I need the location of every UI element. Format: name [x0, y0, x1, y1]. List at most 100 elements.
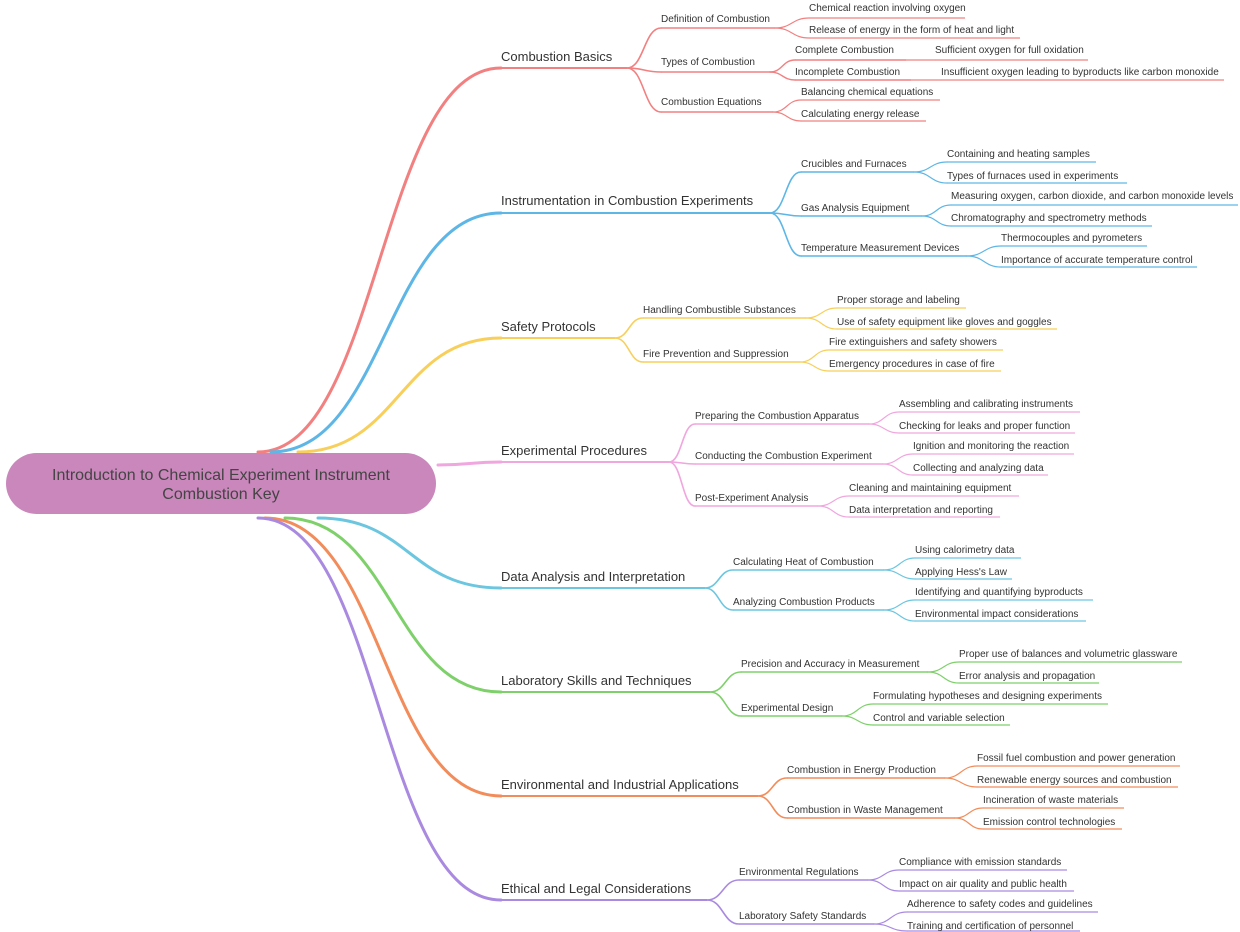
subtopic-connector [769, 171, 802, 214]
leaf-label: Proper use of balances and volumetric gl… [959, 649, 1178, 660]
leaf-connector [772, 99, 802, 113]
branch-connector [436, 460, 503, 467]
branch-connector [283, 516, 503, 694]
subtopic-label: Post-Experiment Analysis [695, 493, 808, 504]
leaf-connector [966, 255, 1002, 268]
leaf-label: Ignition and monitoring the reaction [913, 441, 1069, 452]
detail-label: Incomplete Combustion [795, 67, 900, 78]
branch-label: Laboratory Skills and Techniques [501, 673, 692, 688]
subtopic-label: Combustion Equations [661, 97, 762, 108]
leaf-connector [921, 215, 952, 227]
leaf-label: Assembling and calibrating instruments [899, 399, 1073, 410]
leaf-connector [883, 599, 916, 611]
leaf-connector [868, 423, 900, 434]
leaf-label: Error analysis and propagation [959, 671, 1095, 682]
leaf-label: Environmental impact considerations [915, 609, 1078, 620]
root-label-line1: Introduction to Chemical Experiment Inst… [52, 467, 390, 484]
leaf-label: Formulating hypotheses and designing exp… [873, 691, 1102, 702]
branch-label: Instrumentation in Combustion Experiment… [501, 193, 754, 208]
leaf-connector [882, 463, 914, 476]
leaf-connector [927, 661, 960, 673]
leaf-connector [921, 204, 952, 217]
detail-connector [769, 71, 796, 81]
branch-connector [316, 516, 503, 590]
root-node-shape [6, 453, 436, 514]
leaf-connector [883, 557, 916, 571]
branch-8: Ethical and Legal ConsiderationsEnvironm… [501, 857, 1093, 932]
subtopic-connector [626, 27, 662, 69]
leaf-label: Impact on air quality and public health [899, 879, 1067, 890]
leaf-label: Proper storage and labeling [837, 295, 960, 306]
branch-connector [256, 66, 503, 454]
leaf-label: Applying Hess's Law [915, 567, 1008, 578]
leaf-label: Renewable energy sources and combustion [977, 775, 1172, 786]
subtopic-label: Handling Combustible Substances [643, 305, 796, 316]
subtopic-connector [668, 461, 696, 507]
branch-connector [256, 516, 503, 902]
branch-connector [263, 516, 503, 798]
subtopic-label: Temperature Measurement Devices [801, 243, 959, 254]
subtopic-label: Combustion in Waste Management [787, 805, 943, 816]
leaf-connector [913, 161, 948, 173]
subtopic-connector [709, 691, 742, 717]
branch-1-edges [256, 17, 1224, 454]
leaf-label: Fire extinguishers and safety showers [829, 337, 997, 348]
branch-1: Combustion Basics Definition of Combustio… [501, 3, 1219, 120]
leaf-label: Collecting and analyzing data [913, 463, 1044, 474]
leaf-label: Fossil fuel combustion and power generat… [977, 753, 1175, 764]
leaf-label: Release of energy in the form of heat an… [809, 25, 1014, 36]
branch-label: Safety Protocols [501, 319, 596, 334]
leaf-label: Use of safety equipment like gloves and … [837, 317, 1052, 328]
branch-5: Data Analysis and InterpretationCalculat… [501, 545, 1083, 620]
leaf-label: Training and certification of personnel [907, 921, 1073, 932]
subtopic-connector [706, 879, 740, 901]
subtopic-connector [706, 899, 740, 925]
subtopic-label: Gas Analysis Equipment [801, 203, 910, 214]
leaf-connector [805, 307, 838, 319]
subtopic-label: Combustion in Energy Production [787, 765, 936, 776]
detail-connector [769, 59, 796, 73]
leaf-label: Control and variable selection [873, 713, 1005, 724]
branch-label: Combustion Basics [501, 49, 613, 64]
subtopic-label: Precision and Accuracy in Measurement [741, 659, 920, 670]
leaf-connector [954, 807, 984, 819]
leaf-connector [817, 505, 850, 518]
node-layer: Introduction to Chemical Experiment Inst… [6, 3, 1233, 932]
root-label-line2: Combustion Key [162, 486, 279, 503]
branch-label: Environmental and Industrial Application… [501, 777, 739, 792]
subtopic-label: Conducting the Combustion Experiment [695, 451, 872, 462]
branch-label: Experimental Procedures [501, 443, 647, 458]
subtopic-label: Definition of Combustion [661, 14, 770, 25]
subtopic-label: Environmental Regulations [739, 867, 859, 878]
subtopic-connector [709, 671, 742, 693]
leaf-label: Importance of accurate temperature contr… [1001, 255, 1193, 266]
branch-7: Environmental and Industrial Application… [501, 753, 1175, 828]
leaf-connector [868, 411, 900, 425]
branch-2: Instrumentation in Combustion Experiment… [501, 149, 1233, 266]
leaf-connector [873, 923, 908, 932]
leaf-connector [954, 817, 984, 830]
leaf-connector [867, 869, 900, 881]
leaf-connector [799, 361, 830, 372]
leaf-label: Containing and heating samples [947, 149, 1090, 160]
subtopic-label: Types of Combustion [661, 57, 755, 68]
leaf-connector [883, 609, 916, 622]
subtopic-label: Analyzing Combustion Products [733, 597, 875, 608]
leaf-label: Adherence to safety codes and guidelines [907, 899, 1093, 910]
branch-6-edges [283, 516, 1182, 726]
branch-5-edges [316, 516, 1093, 622]
subtopic-label: Fire Prevention and Suppression [643, 349, 789, 360]
branch-6: Laboratory Skills and Techniques Precisio… [501, 649, 1178, 724]
leaf-connector [882, 453, 914, 465]
subtopic-connector [757, 795, 788, 819]
leaf-connector [805, 317, 838, 330]
subtopic-connector [614, 317, 644, 339]
leaf-label: Types of furnaces used in experiments [947, 171, 1118, 182]
leaf-connector [927, 671, 960, 684]
subtopic-connector [614, 337, 644, 363]
branch-3-edges [296, 307, 1057, 454]
leaf-label: Data interpretation and reporting [849, 505, 993, 516]
leaf-connector [944, 777, 978, 788]
